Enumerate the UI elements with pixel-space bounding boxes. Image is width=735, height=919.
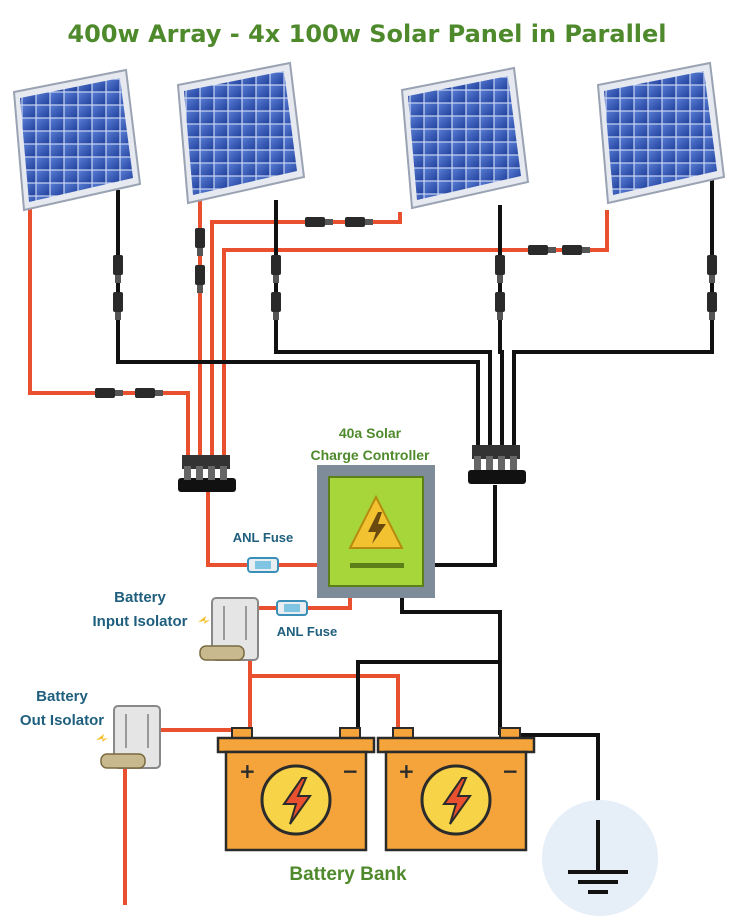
solar-panel-2: [177, 62, 305, 204]
controller-label-line1: 40a Solar: [339, 425, 402, 441]
solar-panel-1: [13, 69, 141, 211]
solar-panel-4: [597, 62, 725, 204]
output-isolator-label-line1: Battery: [36, 688, 88, 705]
lightning-icon: [260, 764, 332, 836]
negative-branch-connector: [468, 445, 526, 484]
positive-branch-connector: [178, 455, 236, 492]
battery-2: + −: [376, 727, 536, 852]
battery-2-negative-label: −: [502, 759, 519, 783]
battery-1-negative-label: −: [342, 759, 359, 783]
battery-bank-label: Battery Bank: [289, 864, 407, 885]
fuse-icon: [276, 600, 308, 616]
fuse-1-label: ANL Fuse: [233, 530, 293, 545]
fuse-icon: [247, 557, 279, 573]
lightning-icon: [420, 764, 492, 836]
page-title: 400w Array - 4x 100w Solar Panel in Para…: [67, 20, 666, 48]
input-isolator-switch: [198, 597, 259, 661]
input-isolator-label-line2: Input Isolator: [93, 613, 188, 630]
battery-1: + −: [216, 727, 376, 852]
input-isolator-label-line1: Battery: [114, 589, 166, 606]
battery-1-positive-label: +: [239, 759, 256, 783]
mc4-connectors: [95, 217, 717, 398]
lightning-icon: [348, 494, 404, 549]
fuse-2-label: ANL Fuse: [277, 624, 337, 639]
charge-controller: [317, 465, 435, 598]
battery-2-positive-label: +: [398, 759, 415, 783]
ground-icon: [542, 800, 658, 916]
output-isolator-switch: [96, 705, 161, 769]
solar-panel-3: [401, 67, 529, 209]
controller-label-line2: Charge Controller: [310, 447, 430, 463]
output-isolator-label-line2: Out Isolator: [20, 712, 104, 729]
